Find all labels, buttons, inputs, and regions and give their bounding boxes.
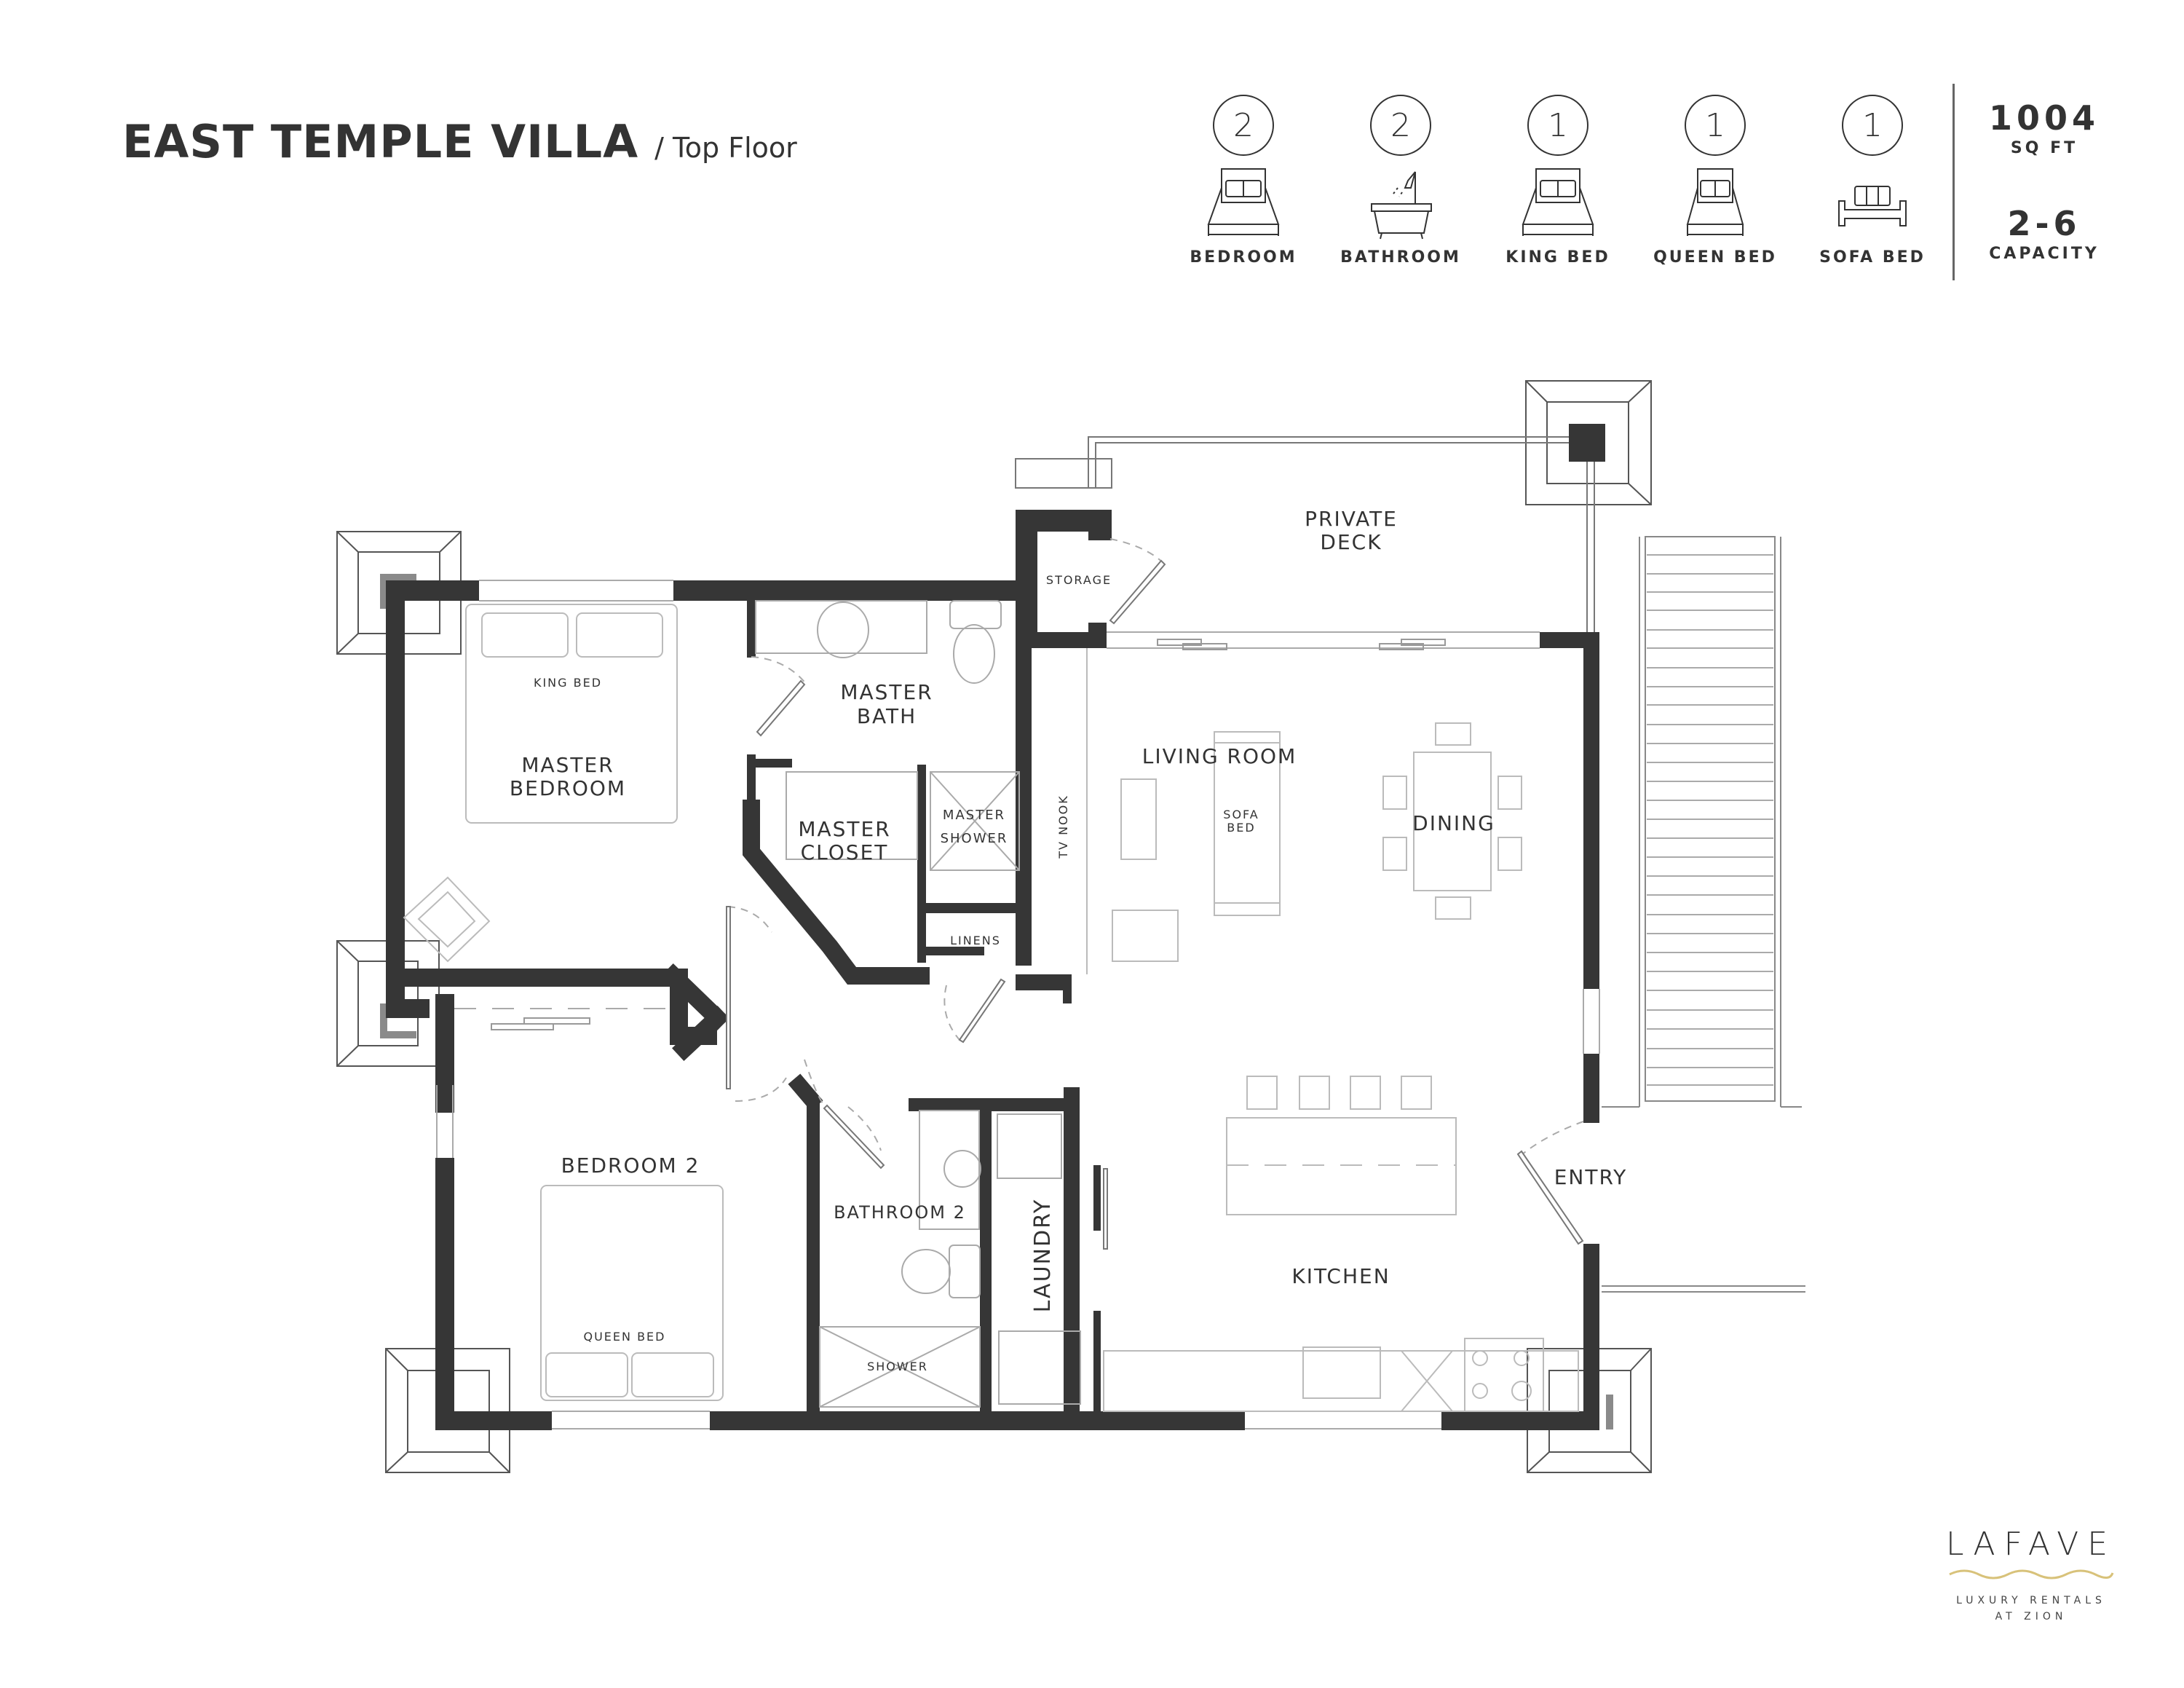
sliding-doors (491, 639, 1446, 1030)
area-value: 1004 (1988, 98, 2100, 138)
label-linens: LINENS (950, 934, 1001, 947)
label-master-shower: MASTER (943, 808, 1005, 823)
label-master-bedroom: MASTER (521, 753, 614, 777)
deck-railing (1015, 436, 1595, 641)
queen-bed (540, 1185, 724, 1401)
deck-post (1569, 424, 1605, 462)
king-bed-icon (1522, 168, 1594, 236)
kitchen-furniture (1103, 1076, 1579, 1412)
header-divider (1952, 84, 1955, 280)
stat-bedroom: 2 BEDROOM (1165, 95, 1322, 267)
page-header: EAST TEMPLE VILLA / Top Floor (122, 115, 797, 168)
brand-tagline-2: AT ZION (1995, 1611, 2068, 1622)
living-dining-furniture (1086, 648, 1522, 974)
label-entry: ENTRY (1554, 1165, 1628, 1189)
wave-icon (1949, 1569, 2114, 1579)
door-leaves (726, 559, 1584, 1250)
stat-label: BEDROOM (1190, 248, 1297, 267)
stat-label: SOFA BED (1819, 248, 1926, 267)
stat-label: BATHROOM (1340, 248, 1461, 267)
brand-logo: LAFAVE LUXURY RENTALS AT ZION (1922, 1526, 2140, 1625)
label-master-shower-2: SHOWER (941, 831, 1008, 846)
count-badge: 1 (1685, 95, 1746, 156)
label-private-deck: PRIVATE (1305, 507, 1398, 531)
entry-landing (1602, 1285, 1805, 1293)
bed-icon (1207, 168, 1280, 236)
capacity-label: CAPACITY (1989, 245, 2100, 263)
label-master-closet: MASTER (798, 817, 890, 841)
walls (386, 510, 1599, 1430)
stat-label: KING BED (1506, 248, 1610, 267)
count-badge: 2 (1370, 95, 1431, 156)
stat-label: QUEEN BED (1653, 248, 1777, 267)
stat-queen-bed: 1 QUEEN BED (1637, 95, 1794, 267)
count-badge: 2 (1213, 95, 1274, 156)
area-metric: 1004 SQ FT (1957, 98, 2132, 157)
label-kitchen: KITCHEN (1291, 1264, 1390, 1288)
count-badge: 1 (1842, 95, 1903, 156)
brand-name: LAFAVE (1945, 1526, 2117, 1563)
queen-bed-icon (1686, 168, 1744, 236)
label-bedroom-2: BEDROOM 2 (561, 1153, 700, 1178)
count-badge: 1 (1527, 95, 1588, 156)
stair-treads (1647, 554, 1773, 1086)
armchair (403, 876, 491, 963)
label-laundry: LAUNDRY (1030, 1199, 1056, 1313)
label-tv-nook: TV NOOK (1056, 794, 1070, 859)
bathtub-icon (1371, 171, 1432, 240)
brand-tagline: LUXURY RENTALS (1956, 1595, 2106, 1606)
label-sofa-bed-2: BED (1227, 821, 1255, 835)
master-bath-fixtures (755, 600, 1020, 871)
floor-subtitle: / Top Floor (654, 132, 797, 164)
property-title: EAST TEMPLE VILLA (122, 115, 639, 168)
angled-walls (661, 800, 930, 1111)
capacity-metric: 2-6 CAPACITY (1957, 204, 2132, 263)
king-bed (465, 604, 678, 824)
label-master-bath: MASTER (840, 680, 933, 704)
label-master-closet-2: CLOSET (801, 840, 889, 864)
label-bathroom-2: BATHROOM 2 (834, 1202, 966, 1223)
label-king-bed: KING BED (534, 676, 602, 690)
capacity-value: 2-6 (2007, 204, 2081, 243)
pillars (336, 380, 1652, 1473)
sofa-bed-icon (1838, 186, 1907, 226)
stat-bathroom: 2 BATHROOM (1322, 95, 1479, 267)
bath2-laundry-fixtures (819, 1110, 1081, 1408)
label-master-bedroom-2: BEDROOM (510, 776, 626, 800)
stat-sofa-bed: 1 SOFA BED (1794, 95, 1951, 267)
label-living-room: LIVING ROOM (1142, 744, 1297, 768)
amenity-stats: 2 BEDROOM 2 BATHROOM 1 KING BED 1 QUEEN … (1165, 95, 1951, 267)
label-shower: SHOWER (867, 1360, 928, 1373)
label-master-bath-2: BATH (857, 704, 917, 728)
area-unit: SQ FT (2010, 139, 2078, 157)
exterior-stairs (1602, 536, 1802, 1108)
room-labels: MASTER BEDROOM KING BED MASTER BATH MAST… (510, 507, 1628, 1373)
stat-king-bed: 1 KING BED (1479, 95, 1637, 267)
pillar-shadows (380, 574, 1613, 1429)
label-private-deck-2: DECK (1320, 530, 1382, 554)
label-queen-bed: QUEEN BED (584, 1330, 666, 1344)
label-storage: STORAGE (1046, 573, 1112, 587)
label-sofa-bed: SOFA (1223, 808, 1259, 821)
label-dining: DINING (1412, 811, 1495, 835)
